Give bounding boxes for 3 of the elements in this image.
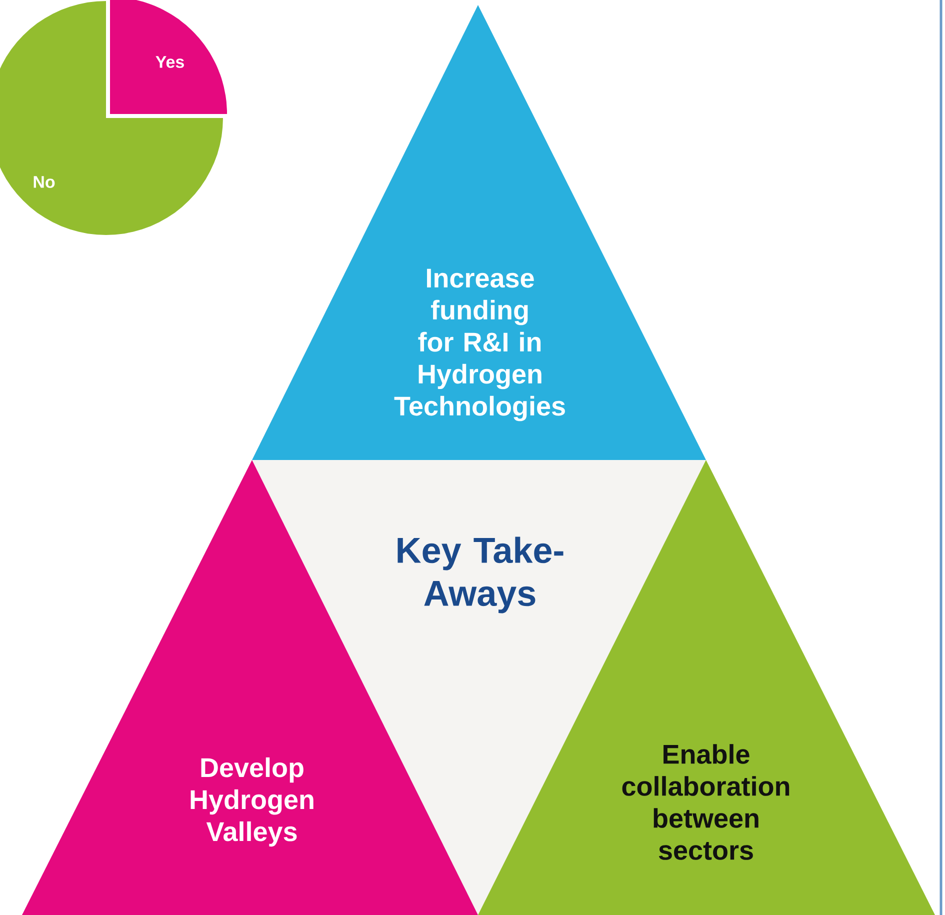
pie-label: No	[34, 176, 55, 188]
pie-label: Yes	[156, 56, 184, 68]
triangle: Increase funding for R&I in Hydrogen Technologies	[252, 5, 706, 460]
